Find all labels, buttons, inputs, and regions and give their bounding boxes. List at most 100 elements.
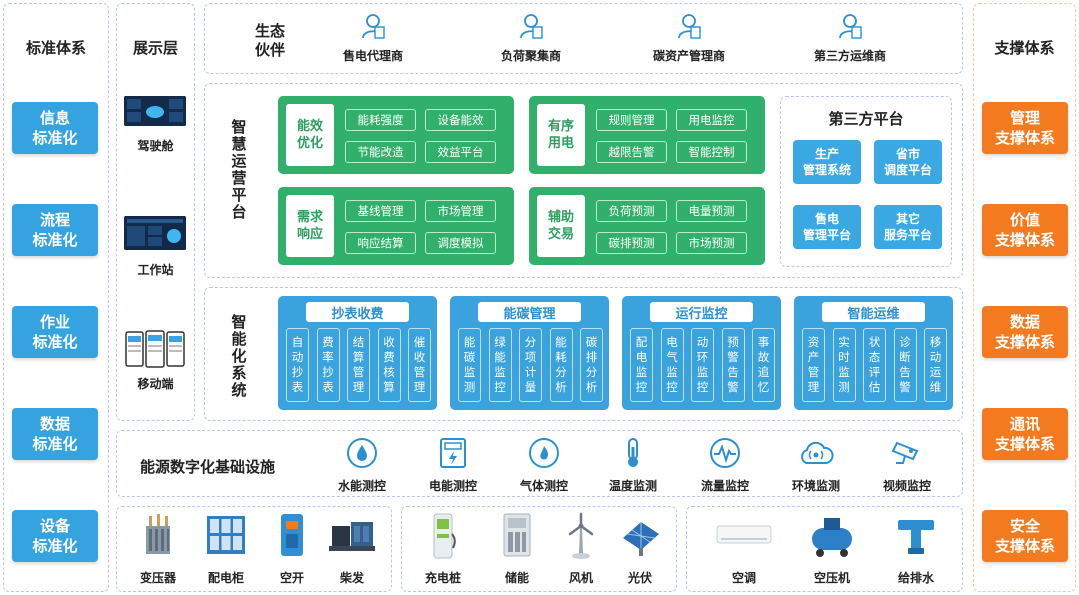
ops-item[interactable]: 规则管理 [596, 109, 667, 131]
ops-item[interactable]: 设备能效 [425, 109, 496, 131]
third-party-item[interactable]: 生产 管理系统 [793, 140, 861, 184]
ops-item[interactable]: 市场预测 [676, 232, 747, 254]
mobile-thumbnail[interactable] [124, 330, 186, 368]
standard-device[interactable]: 设备 标准化 [12, 510, 98, 562]
infra-gas[interactable]: 气体测控 [507, 437, 581, 493]
ops-item[interactable]: 电量预测 [676, 200, 747, 222]
partner-4[interactable]: 第三方运维商 [795, 13, 905, 69]
device-pv[interactable]: 光伏 [610, 512, 670, 588]
equipment-group-3 [686, 506, 963, 592]
workstation-thumbnail[interactable] [124, 216, 186, 250]
third-party-item[interactable]: 省市 调度平台 [874, 140, 942, 184]
intelligent-module-item[interactable]: 催收管理 [408, 328, 431, 402]
intelligent-module-item[interactable]: 实时监测 [832, 328, 856, 402]
display-panel [116, 3, 195, 421]
diesel-generator-icon [329, 522, 375, 551]
third-party-item[interactable]: 其它 服务平台 [874, 205, 942, 249]
device-breaker[interactable]: 空开 [262, 512, 322, 588]
infra-environment[interactable]: 环境监测 [779, 437, 853, 493]
infra-video[interactable]: 视频监控 [870, 437, 944, 493]
ops-item[interactable]: 智能控制 [676, 141, 747, 163]
ops-item[interactable]: 能耗强度 [345, 109, 416, 131]
device-label: 充电桩 [424, 571, 461, 585]
ops-item[interactable]: 响应结算 [345, 232, 416, 254]
intelligent-module-item-label: 结算管理 [352, 335, 365, 394]
intelligent-module-item[interactable]: 碳排分析 [580, 328, 603, 402]
ops-item[interactable]: 市场管理 [425, 200, 496, 222]
device-ac[interactable]: 空调 [712, 512, 776, 588]
device-compressor[interactable]: 空压机 [800, 512, 864, 588]
standard-operation[interactable]: 作业 标准化 [12, 306, 98, 358]
intelligent-module-item[interactable]: 能碳监测 [458, 328, 481, 402]
solar-panel-icon [623, 522, 659, 556]
standard-process[interactable]: 流程 标准化 [12, 204, 98, 256]
intelligent-module-item[interactable]: 费率抄表 [316, 328, 340, 402]
intelligent-module-item[interactable]: 结算管理 [347, 328, 370, 402]
ops-item[interactable]: 越限告警 [596, 141, 667, 163]
device-charger[interactable]: 充电桩 [413, 512, 473, 588]
intelligent-module-item-label: 诊断告警 [899, 335, 911, 394]
support-comms[interactable]: 通讯 支撑体系 [982, 408, 1068, 460]
intelligent-module-item[interactable]: 状态评估 [863, 328, 886, 402]
intelligent-module-item[interactable]: 预警告警 [721, 328, 745, 402]
support-data[interactable]: 数据 支撑体系 [982, 306, 1068, 358]
intelligent-module-head[interactable]: 能碳管理 [478, 302, 581, 322]
intelligent-module-head[interactable]: 抄表收费 [306, 302, 409, 322]
intelligent-module-head[interactable]: 智能运维 [822, 302, 925, 322]
intelligent-module-item[interactable]: 事故追忆 [752, 328, 775, 402]
partner-3[interactable]: 碳资产管理商 [634, 13, 744, 69]
support-value[interactable]: 价值 支撑体系 [982, 204, 1068, 256]
intelligent-module-item[interactable]: 能耗分析 [549, 328, 573, 402]
ops-group-efficiency-key[interactable]: 能效 优化 [286, 104, 334, 166]
infra-electric[interactable]: 电能测控 [416, 437, 490, 493]
third-party-panel [780, 96, 952, 267]
intelligent-module-item[interactable]: 资产管理 [802, 328, 825, 402]
ops-item[interactable]: 负荷预测 [596, 200, 667, 222]
ops-item[interactable]: 节能改造 [345, 141, 416, 163]
partner-2[interactable]: 负荷聚集商 [476, 13, 586, 69]
intelligent-module-item[interactable]: 动环监控 [691, 328, 714, 402]
ops-group-orderly-key[interactable]: 有序 用电 [537, 104, 585, 166]
standard-info[interactable]: 信息 标准化 [12, 102, 98, 154]
infra-label: 流量监控 [700, 479, 749, 493]
ops-group-trading-key[interactable]: 辅助 交易 [537, 195, 585, 257]
smart-ops-panel [204, 83, 963, 278]
support-security[interactable]: 安全 支撑体系 [982, 510, 1068, 562]
device-water[interactable]: 给排水 [884, 512, 948, 588]
device-storage[interactable]: 储能 [487, 512, 547, 588]
infra-flow[interactable]: 流量监控 [688, 437, 762, 493]
partner-4-label: 第三方运维商 [813, 49, 886, 63]
intelligent-module-item[interactable]: 配电监控 [630, 328, 653, 402]
device-switchgear[interactable]: 配电柜 [196, 512, 256, 588]
equipment-group-1 [116, 506, 392, 592]
intelligent-module-item[interactable]: 电气监控 [660, 328, 684, 402]
intelligent-module-item[interactable]: 移动运维 [924, 328, 947, 402]
ops-item[interactable]: 碳排预测 [596, 232, 667, 254]
device-transformer[interactable]: 变压器 [128, 512, 188, 588]
ops-group-demand-key[interactable]: 需求 响应 [286, 195, 334, 257]
ops-item[interactable]: 基线管理 [345, 200, 416, 222]
dashboard-image-icon [124, 96, 186, 126]
partner-1[interactable]: 售电代理商 [318, 13, 428, 69]
intelligent-module-item[interactable]: 诊断告警 [893, 328, 917, 402]
device-wind[interactable]: 风机 [551, 512, 611, 588]
intelligent-module-item[interactable]: 分项计量 [519, 328, 542, 402]
display-item-workstation: 工作站 [137, 263, 174, 277]
partner-person-icon [678, 14, 701, 39]
intelligent-module-item[interactable]: 收费核算 [377, 328, 401, 402]
infra-water[interactable]: 水能测控 [325, 437, 399, 493]
device-generator[interactable]: 柴发 [322, 512, 382, 588]
intelligent-module-item[interactable]: 自动抄表 [286, 328, 309, 402]
standard-data[interactable]: 数据 标准化 [12, 408, 98, 460]
ops-item[interactable]: 效益平台 [425, 141, 496, 163]
ops-item[interactable]: 调度模拟 [425, 232, 496, 254]
cockpit-thumbnail[interactable] [124, 96, 186, 126]
intelligent-module-head[interactable]: 运行监控 [650, 302, 753, 322]
support-management[interactable]: 管理 支撑体系 [982, 102, 1068, 154]
infra-title: 能源数字化基础设施 [140, 458, 276, 476]
intelligent-module-item[interactable]: 绿能监控 [488, 328, 512, 402]
ops-item[interactable]: 用电监控 [676, 109, 747, 131]
intelligent-module-item-label: 收费核算 [383, 335, 395, 394]
infra-temperature[interactable]: 温度监测 [596, 437, 670, 493]
third-party-item[interactable]: 售电 管理平台 [793, 205, 861, 249]
